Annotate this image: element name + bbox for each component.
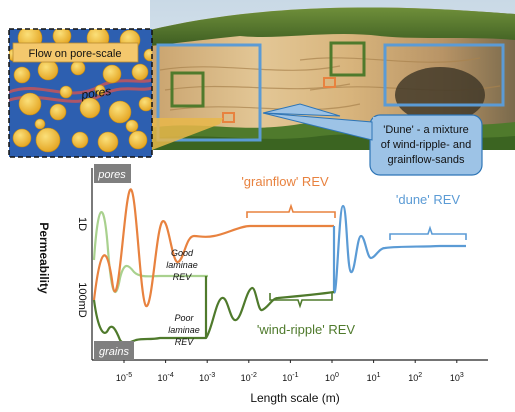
wind-ripple-brace <box>269 293 333 309</box>
sand-grain <box>143 48 152 62</box>
sand-grain <box>94 84 106 96</box>
grainflow-box-right <box>323 77 336 88</box>
inset-title-box <box>12 42 139 63</box>
grains-box: grains <box>94 341 134 360</box>
x-tick-label: 10-4 <box>157 372 173 383</box>
good-laminae-line-1: Good <box>171 248 194 258</box>
y-tick-100md: 100mD <box>76 282 88 318</box>
x-ticks: 10-5 10-4 10-3 10-2 10-1 100 101 102 103 <box>116 360 464 383</box>
sand-grain <box>97 131 119 153</box>
sand-grain <box>12 128 32 148</box>
sand-grain <box>35 127 61 153</box>
sand-grain <box>70 60 86 76</box>
series-wind-ripple <box>92 276 335 345</box>
pore-scale-inset: Flow on pore-scale pores <box>8 28 153 158</box>
dune-box-left <box>156 43 262 142</box>
sand-grain <box>128 130 148 150</box>
sand-grain <box>18 92 42 116</box>
sand-grain <box>13 66 31 84</box>
sand-grain <box>108 100 132 124</box>
wind-ripple-box-left <box>170 71 205 108</box>
grain-pack <box>9 29 152 153</box>
wind-ripple-rev-label: 'wind-ripple' REV <box>257 322 355 337</box>
x-tick-label: 100 <box>325 372 339 383</box>
svg-text:grains: grains <box>99 346 129 358</box>
sand-grain <box>131 63 149 81</box>
sand-grain <box>125 119 139 133</box>
plot-area: Permeability 1D 100mD Length scale (m) 1… <box>37 164 488 405</box>
good-laminae-line-2: laminae <box>166 260 198 270</box>
x-tick-label: 102 <box>408 372 422 383</box>
x-tick-label: 10-1 <box>282 372 298 383</box>
x-tick-label: 10-3 <box>199 372 215 383</box>
poor-laminae-line-1: Poor <box>174 313 194 323</box>
dune-rev-label: 'dune' REV <box>396 192 461 207</box>
sand-grain <box>138 96 152 112</box>
sand-grain <box>49 103 67 121</box>
x-axis-label: Length scale (m) <box>250 391 339 405</box>
pores-label: pores <box>79 84 112 102</box>
x-tick-label: 101 <box>367 372 381 383</box>
x-tick-label: 10-5 <box>116 372 132 383</box>
y-axis-label: Permeability <box>37 222 51 294</box>
callout-line-2: of wind-ripple- and <box>381 139 472 151</box>
sand-grain <box>59 85 73 99</box>
pores-box: pores <box>94 164 131 183</box>
x-tick-label: 103 <box>450 372 464 383</box>
dune-callout: 'Dune' - a mixture of wind-ripple- and g… <box>262 103 483 176</box>
poor-laminae-line-2: laminae <box>168 325 200 335</box>
grainflow-rev-label: 'grainflow' REV <box>241 174 329 189</box>
sand-grain <box>34 118 46 130</box>
dune-box-right <box>383 43 505 107</box>
grainflow-brace <box>246 203 336 218</box>
grainflow-box-left <box>222 112 235 123</box>
series-dune <box>332 204 466 294</box>
series-grainflow <box>92 188 334 308</box>
sand-grain <box>79 97 101 119</box>
good-laminae-line-3: REV <box>173 272 193 282</box>
wind-ripple-box-right <box>329 41 366 77</box>
callout-line-1: 'Dune' - a mixture <box>383 124 469 136</box>
x-tick-label: 10-2 <box>241 372 257 383</box>
svg-text:pores: pores <box>97 169 126 181</box>
sand-grain <box>102 64 122 84</box>
sand-grain <box>71 131 89 149</box>
poor-laminae-line-3: REV <box>175 337 195 347</box>
dune-brace <box>389 225 467 240</box>
callout-line-3: grainflow-sands <box>387 154 465 166</box>
zoom-connector <box>152 118 223 150</box>
inset-title: Flow on pore-scale <box>29 48 122 60</box>
sand-grain <box>37 59 59 81</box>
y-tick-1d: 1D <box>76 217 88 231</box>
